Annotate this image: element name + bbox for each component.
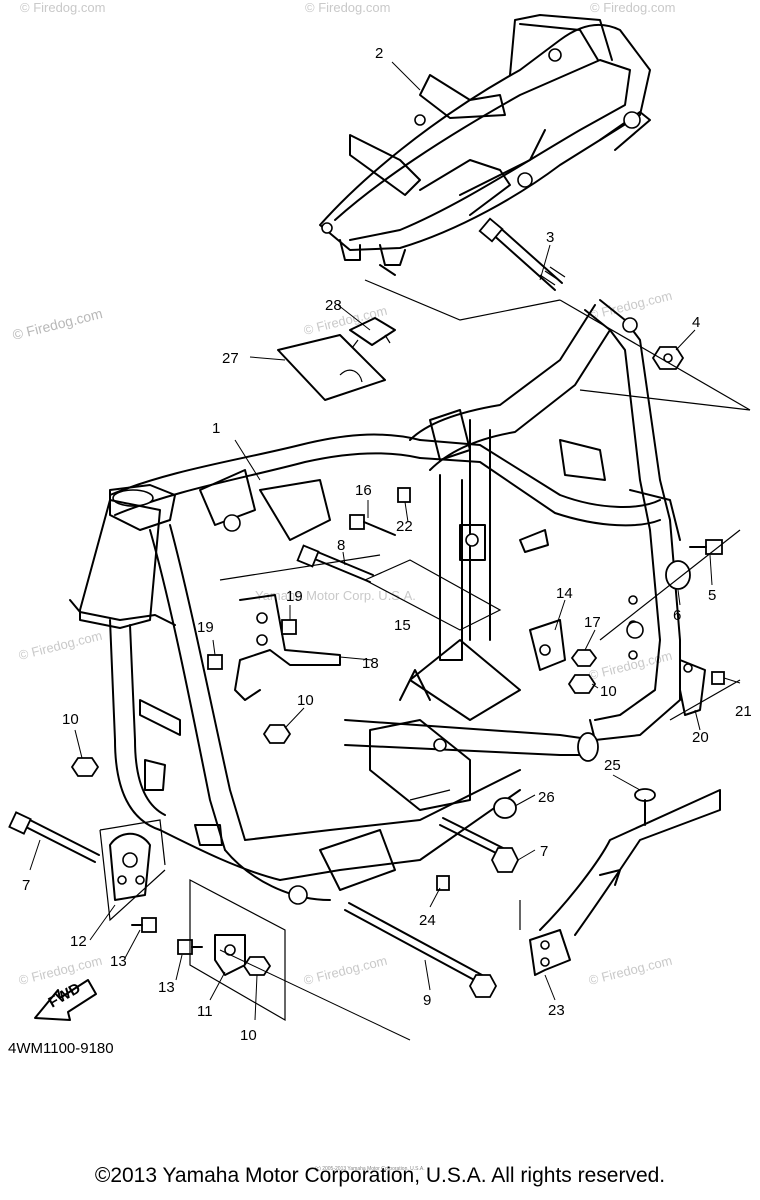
guide-lines: [99, 279, 751, 1022]
callout-label: 23: [548, 1002, 565, 1019]
main-frame-part: [69, 299, 681, 905]
callout-label: 13: [158, 979, 175, 996]
watermark: © Firedog.com: [11, 305, 104, 343]
callout-label: 19: [286, 588, 303, 605]
bolt-part: [478, 217, 566, 291]
callout-label: 7: [540, 843, 548, 860]
watermark: © Firedog.com: [302, 953, 389, 988]
callout-label: 28: [325, 297, 342, 314]
watermark: © Firedog.com: [17, 628, 104, 663]
callout-label: 3: [546, 229, 554, 246]
callout-label: 13: [110, 953, 127, 970]
callout-label: 11: [197, 1003, 213, 1020]
callout-label: 18: [362, 655, 379, 672]
callout-label: 7: [22, 877, 30, 894]
watermark: © Firedog.com: [305, 0, 390, 15]
small-bracket-part: [529, 619, 721, 976]
callout-label: 4: [692, 314, 700, 331]
callout-label: 10: [240, 1027, 257, 1044]
diagram-id: 4WM1100-9180: [8, 1040, 114, 1057]
bracket-part: [234, 594, 341, 701]
watermark: © Firedog.com: [587, 953, 674, 988]
callout-label: 9: [423, 992, 431, 1009]
callout-label: 21: [735, 703, 752, 720]
callout-label: 1: [212, 420, 220, 437]
plate-part: [277, 317, 396, 401]
callout-label: 27: [222, 350, 239, 367]
callout-label: 25: [604, 757, 621, 774]
watermark-center: Yamaha Motor Corp. U.S.A.: [255, 588, 416, 603]
callout-numbers: 1 2 3 4 5 6 7 7 8 9 10 10 10 10 11 12 13…: [22, 45, 752, 1044]
callout-label: 19: [197, 619, 214, 636]
watermark: © Firedog.com: [20, 0, 105, 15]
callout-label: 24: [419, 912, 436, 929]
fine-print: (c) 2005-2013 Yamaha Motor Corporation, …: [315, 1166, 425, 1172]
callout-label: 10: [600, 683, 617, 700]
watermark: © Firedog.com: [302, 303, 389, 338]
watermark: © Firedog.com: [17, 953, 104, 988]
callout-label: 17: [584, 614, 601, 631]
callout-label: 5: [708, 587, 716, 604]
callout-label: 10: [297, 692, 314, 709]
leader-lines: [29, 61, 741, 1041]
callout-label: 16: [355, 482, 372, 499]
watermark: © Firedog.com: [590, 0, 675, 15]
callout-label: 12: [70, 933, 87, 950]
callout-label: 6: [673, 607, 681, 624]
callout-label: 22: [396, 518, 413, 535]
callout-label: 20: [692, 729, 709, 746]
callout-label: 15: [394, 617, 411, 634]
forward-arrow-icon: FWD: [34, 979, 97, 1021]
callout-label: 8: [337, 537, 345, 554]
callout-label: 2: [375, 45, 383, 62]
rear-frame-part: [319, 14, 651, 276]
callout-label: 14: [556, 585, 573, 602]
callout-label: 10: [62, 711, 79, 728]
fastener-group: [8, 346, 725, 998]
copyright-footer: ©2013 Yamaha Motor Corporation, U.S.A. A…: [94, 1164, 666, 1187]
callout-label: 26: [538, 789, 555, 806]
